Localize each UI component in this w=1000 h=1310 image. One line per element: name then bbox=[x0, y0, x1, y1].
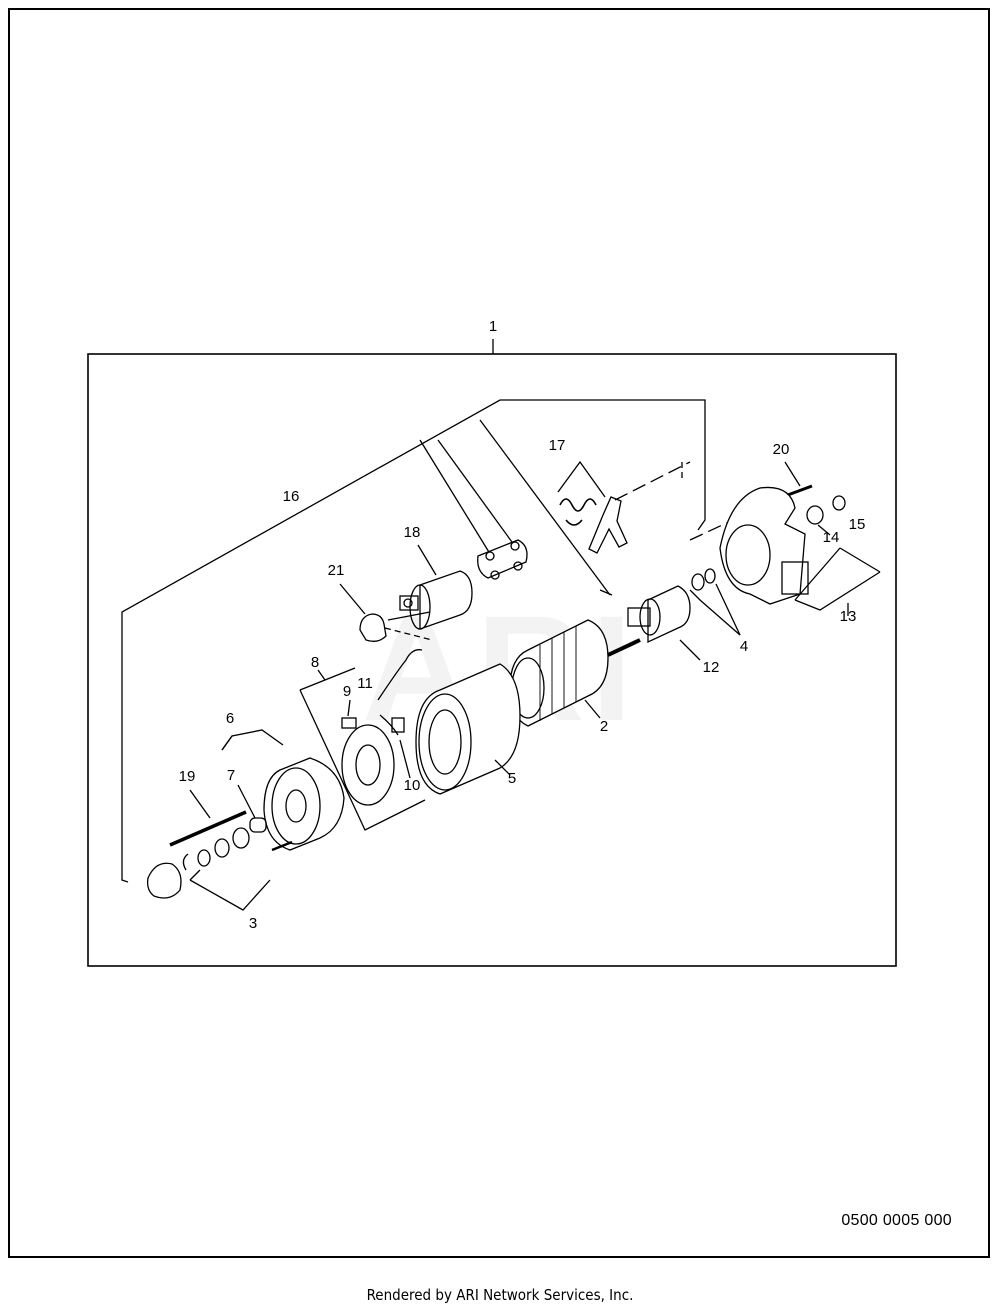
leader-12 bbox=[679, 639, 701, 661]
bracket-13 bbox=[794, 571, 881, 611]
leader-2 bbox=[584, 699, 601, 719]
bracket-3 bbox=[189, 879, 271, 911]
washer-4b bbox=[704, 568, 716, 584]
shift-lever-17 bbox=[588, 496, 628, 554]
bracket-3b bbox=[189, 869, 201, 881]
leader-16d bbox=[599, 589, 613, 596]
screw bbox=[271, 840, 293, 852]
callout-5: 5 bbox=[507, 770, 517, 787]
bracket-6-left bbox=[221, 735, 233, 751]
leader-16b bbox=[437, 439, 526, 561]
bracket-17 bbox=[557, 460, 606, 498]
leader-10 bbox=[399, 739, 411, 779]
callout-13: 13 bbox=[839, 608, 857, 625]
bracket-16 bbox=[121, 399, 706, 883]
brush-10 bbox=[391, 717, 405, 733]
assembly-box bbox=[87, 353, 897, 967]
washer-4a bbox=[691, 573, 705, 591]
callout-11: 11 bbox=[357, 675, 373, 692]
callout-10: 10 bbox=[403, 777, 421, 794]
rendered-by-footer: Rendered by ARI Network Services, Inc. bbox=[366, 1286, 634, 1304]
callout-16: 16 bbox=[282, 488, 300, 505]
bracket-8 bbox=[299, 689, 426, 831]
drawing-code: 0500 0005 000 bbox=[841, 1212, 952, 1229]
washer-3b bbox=[214, 838, 230, 858]
bracket-8-top bbox=[299, 667, 356, 691]
washer-15 bbox=[832, 495, 846, 511]
callout-19: 19 bbox=[178, 768, 196, 785]
bushing-14 bbox=[806, 505, 824, 525]
leader-8 bbox=[317, 669, 326, 681]
leader-16c bbox=[479, 419, 611, 596]
bracket-6 bbox=[221, 729, 284, 751]
callout-15: 15 bbox=[848, 516, 866, 533]
drive-housing-13 bbox=[719, 486, 809, 605]
dash-21 bbox=[384, 627, 433, 641]
leader-7 bbox=[237, 784, 256, 819]
dash-axis-17 bbox=[614, 461, 691, 501]
callout-1: 1 bbox=[488, 318, 498, 335]
bracket-4b bbox=[715, 583, 741, 636]
callout-18: 18 bbox=[403, 524, 421, 541]
leader-20 bbox=[784, 461, 801, 487]
bracket-4 bbox=[689, 589, 741, 636]
page-frame bbox=[8, 8, 990, 1258]
bracket-13-right bbox=[839, 547, 881, 573]
bracket-13-left bbox=[794, 547, 841, 601]
plunger-21 bbox=[359, 613, 387, 642]
leader-14 bbox=[817, 524, 831, 536]
leader-19 bbox=[189, 789, 211, 819]
callout-8: 8 bbox=[310, 654, 320, 671]
pinion-12 bbox=[627, 585, 691, 644]
leader-21 bbox=[339, 583, 366, 615]
leader-5 bbox=[494, 759, 511, 776]
washer-3a bbox=[197, 849, 211, 867]
yoke-5 bbox=[415, 663, 521, 795]
callout-4: 4 bbox=[739, 638, 749, 655]
bolt-20 bbox=[784, 484, 813, 498]
callout-7: 7 bbox=[226, 767, 236, 784]
leader-9 bbox=[347, 699, 351, 717]
washer-3c bbox=[232, 827, 250, 849]
spring-17 bbox=[559, 498, 597, 526]
gasket-plate bbox=[477, 539, 528, 580]
e-clip bbox=[182, 853, 189, 871]
leader-16a bbox=[419, 439, 501, 571]
callout-17: 17 bbox=[548, 437, 566, 454]
lead-wire bbox=[377, 649, 423, 736]
callout-9: 9 bbox=[342, 683, 352, 700]
solenoid-18 bbox=[387, 570, 473, 630]
bolt-19 bbox=[169, 810, 247, 847]
brush-9 bbox=[341, 717, 357, 729]
callout-14: 14 bbox=[822, 529, 840, 546]
armature-2 bbox=[509, 619, 641, 727]
callout-6: 6 bbox=[225, 710, 235, 727]
callout-2: 2 bbox=[599, 718, 609, 735]
callout-12: 12 bbox=[702, 659, 720, 676]
callout-21: 21 bbox=[327, 562, 345, 579]
bushing-7 bbox=[249, 817, 267, 833]
callout-3: 3 bbox=[248, 915, 258, 932]
dust-cap bbox=[146, 862, 182, 899]
callout-20: 20 bbox=[772, 441, 790, 458]
end-frame-6 bbox=[263, 757, 345, 851]
brush-plate bbox=[341, 724, 395, 806]
leader-18 bbox=[417, 544, 437, 576]
